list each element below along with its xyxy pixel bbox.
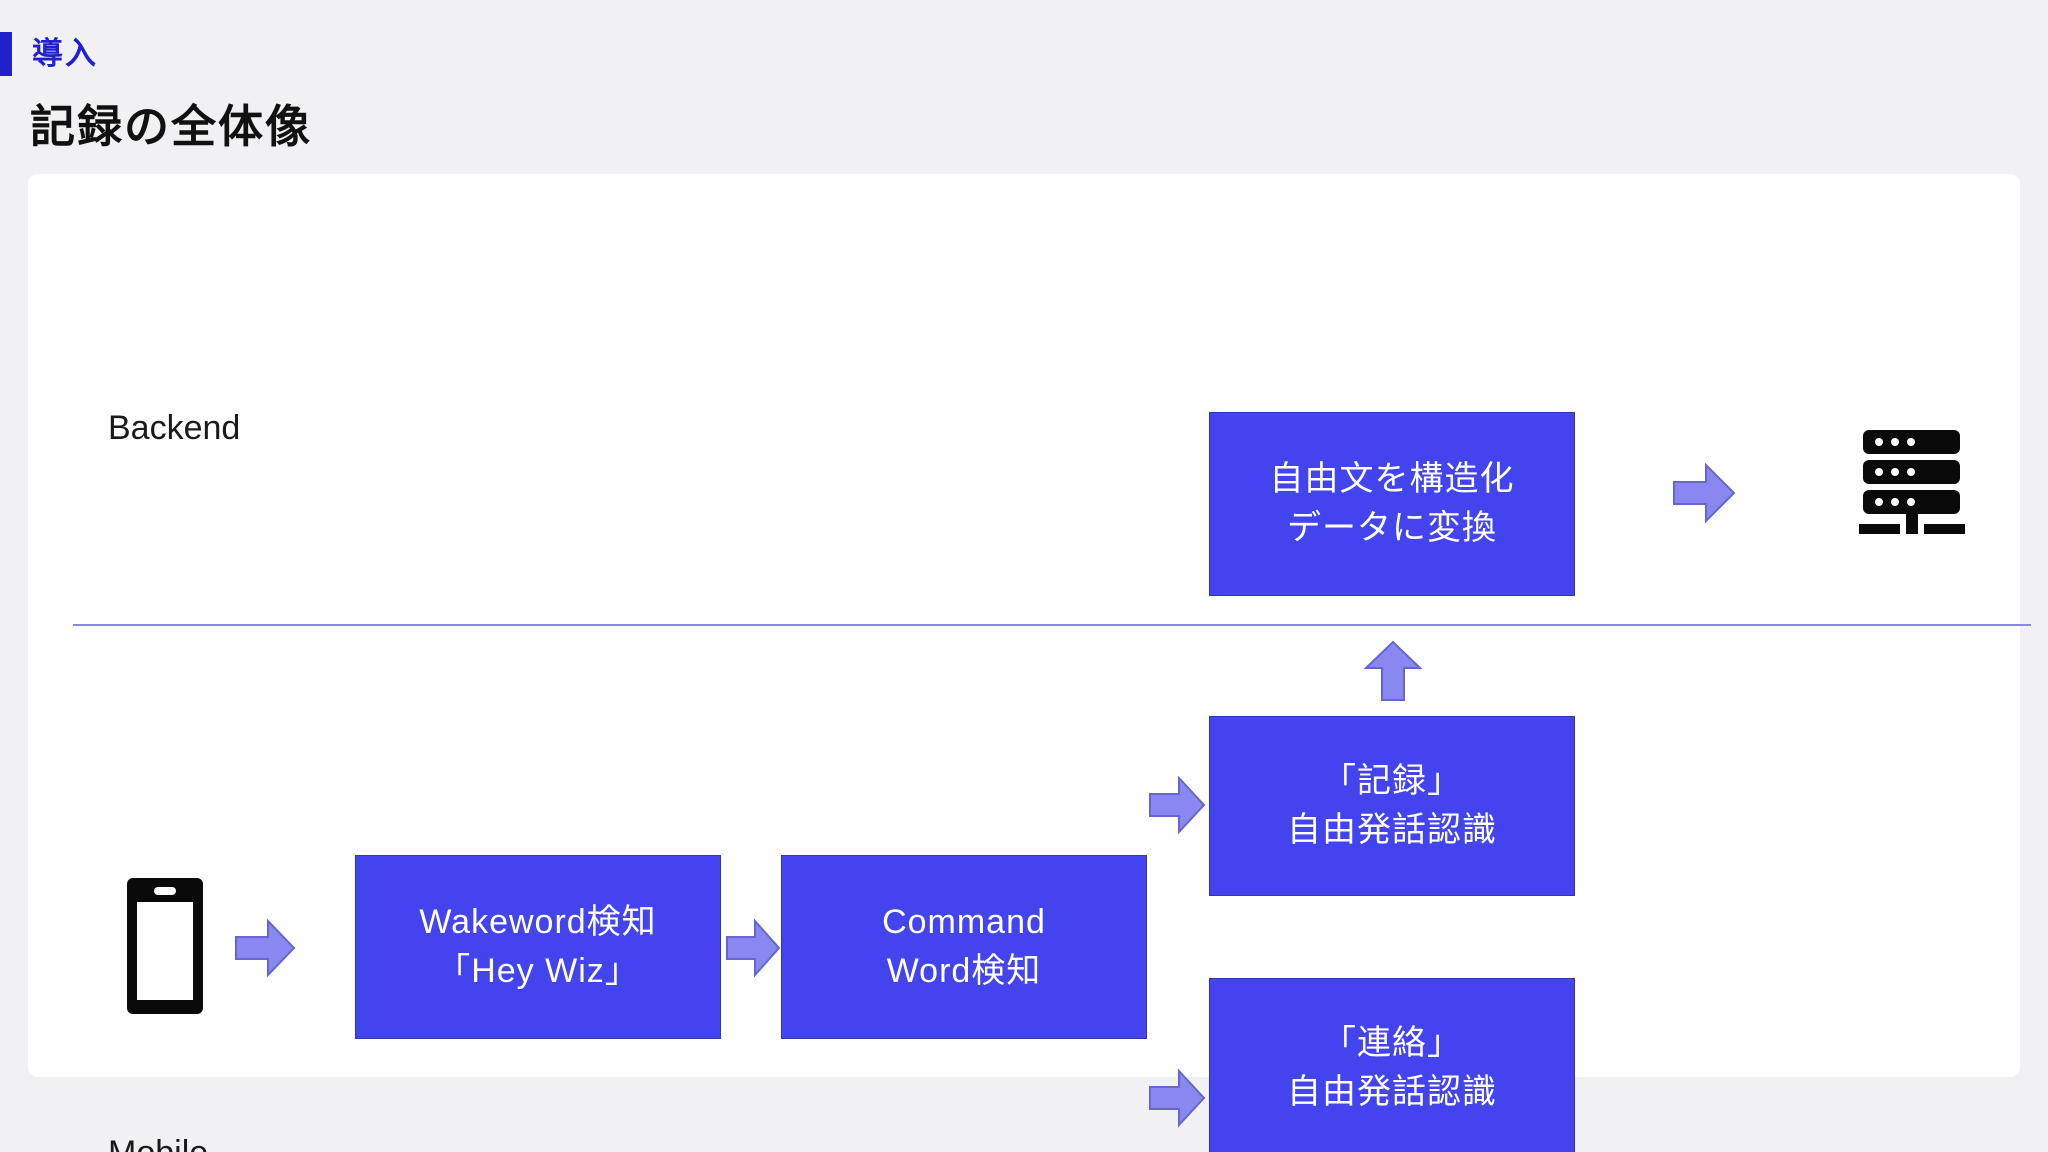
page-title: 記録の全体像 [30,101,313,152]
process-box-contact[interactable]: 「連絡」 自由発話認識 [1209,978,1575,1152]
eyebrow-accent-bar [0,32,12,76]
process-box-structure-line2: データに変換 [1287,509,1497,547]
section-eyebrow-label: 導入 [32,36,98,71]
arrow-phone-to-wakeword-icon [234,917,296,979]
process-box-command-word-line1: Command [882,903,1046,941]
footer-bar: EXAWIZARDS Public © Copyright ExaWizards… [0,1077,2048,1152]
arrow-wakeword-to-command-icon [725,917,781,979]
diagram-card: Backend Mobile Wakeword検知 「Hey Wiz」 [28,174,2031,1152]
process-box-contact-line1: 「連絡」 [1322,1024,1462,1062]
process-box-wakeword[interactable]: Wakeword検知 「Hey Wiz」 [355,855,721,1039]
zone-divider-line [73,624,2031,626]
process-box-record-line1: 「記録」 [1322,762,1462,800]
process-box-contact-line2: 自由発話認識 [1287,1073,1497,1111]
mobile-phone-icon [125,876,205,1016]
arrow-command-to-record-icon [1148,774,1206,836]
process-box-structure-line1: 自由文を構造化 [1269,460,1515,498]
process-box-command-word[interactable]: Command Word検知 [781,855,1147,1039]
zone-label-mobile: Mobile [108,1131,208,1152]
process-box-wakeword-line1: Wakeword検知 [419,903,657,941]
process-box-structure[interactable]: 自由文を構造化 データに変換 [1209,412,1575,596]
arrow-structure-to-database-icon [1672,461,1736,525]
process-box-wakeword-line2: 「Hey Wiz」 [436,952,640,990]
zone-label-backend: Backend [108,409,241,447]
process-box-command-word-line2: Word検知 [886,952,1042,990]
process-box-record[interactable]: 「記録」 自由発話認識 [1209,716,1575,896]
arrow-command-to-contact-icon [1148,1067,1206,1129]
arrow-record-to-backend-icon [1362,640,1424,702]
process-box-record-line2: 自由発話認識 [1287,811,1497,849]
server-database-icon [1855,428,1968,536]
